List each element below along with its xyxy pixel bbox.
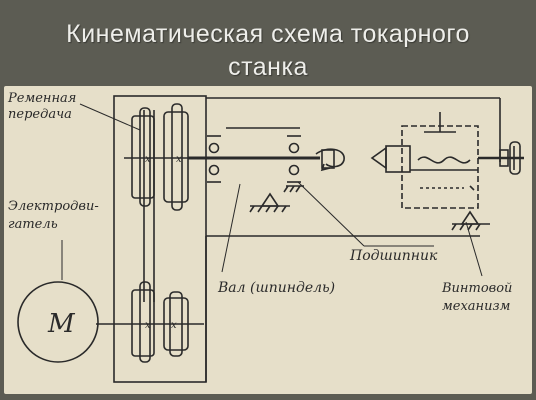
ground-support-left — [249, 192, 290, 213]
svg-text:x: x — [145, 320, 151, 331]
left-bearing — [207, 135, 221, 183]
leader-belt — [79, 103, 141, 131]
drive-belt — [143, 110, 155, 302]
ground-support-right — [451, 210, 490, 231]
right-bearing — [283, 135, 304, 193]
label-motor-line-1: Электродви- — [8, 199, 99, 214]
label-motor-line-2: гатель — [8, 217, 58, 232]
leader-shaft — [221, 183, 241, 273]
svg-text:x: x — [145, 154, 151, 165]
carriage-box — [401, 112, 479, 209]
machine-frame — [113, 95, 207, 383]
svg-text:x: x — [176, 154, 182, 165]
label-screw-line-2: механизм — [442, 299, 510, 314]
svg-text:x: x — [171, 320, 177, 331]
slide-title-line-1: Кинематическая схема токарного — [66, 20, 470, 48]
leader-screw — [465, 221, 483, 277]
label-bearing: Подшипник — [349, 248, 438, 264]
tool-holder — [370, 145, 411, 173]
label-shaft: Вал (шпиндель) — [217, 280, 335, 296]
electric-motor — [17, 281, 99, 363]
leader-bearing — [297, 181, 365, 247]
handwheel — [499, 141, 521, 175]
motor-symbol: М — [47, 309, 76, 339]
slide-title-line-2: станка — [228, 53, 308, 81]
chuck — [315, 148, 345, 172]
label-belt-drive-line-2: передача — [8, 107, 72, 122]
kinematic-scheme: x x x x М — [4, 86, 532, 394]
label-screw-line-1: Винтовой — [441, 281, 512, 296]
lower-pulley: x x — [96, 281, 204, 363]
label-belt-drive-line-1: Ременная — [7, 91, 76, 106]
